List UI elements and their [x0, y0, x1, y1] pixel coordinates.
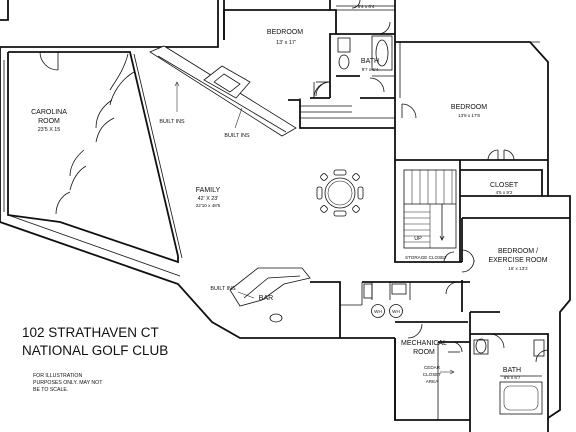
room-labels: BEDROOM 13' x 17' 5'4 x 6'4 BATH 9'7 x 6…: [31, 4, 548, 384]
room-dims-family-1: 42' X 23': [198, 196, 219, 202]
right-bedroom: [394, 41, 548, 161]
room-label-bar: BAR: [259, 295, 273, 302]
room-label-bath-bottom: BATH: [503, 367, 521, 374]
room-dims-family-2: 22'10 x 48'5: [196, 203, 221, 208]
label-cedar-closet-3: AREA: [426, 379, 439, 384]
disclaimer-line-1: FOR ILLUSTRATION: [33, 373, 82, 379]
mechanical-area: [362, 281, 549, 420]
room-label-bath-top: BATH: [361, 58, 379, 65]
label-stairs-up: UP: [414, 236, 422, 242]
room-dims-closet-top: 5'4 x 6'4: [358, 4, 375, 9]
exercise-room: [461, 217, 570, 420]
address-block: 102 STRATHAVEN CT NATIONAL GOLF CLUB: [22, 325, 168, 358]
room-label-carolina-2: ROOM: [38, 118, 60, 125]
room-label-exercise-1: BEDROOM /: [498, 248, 538, 255]
label-cedar-closet-2: CLOSET: [423, 372, 442, 377]
room-dims-exercise: 16' x 13'2: [508, 266, 528, 271]
room-label-exercise-2: EXERCISE ROOM: [488, 257, 547, 264]
disclaimer-line-3: BE TO SCALE.: [33, 387, 68, 393]
room-dims-bath-bottom: 8'8 x 6'7: [504, 375, 521, 380]
disclaimer-block: FOR ILLUSTRATION PURPOSES ONLY. MAY NOT …: [33, 373, 103, 393]
room-dims-bedroom-right: 13'9 x 17'8: [458, 113, 480, 118]
label-cedar-closet-1: CEDAR: [424, 365, 441, 370]
label-storage-closet: STORAGE CLOSET: [405, 255, 447, 260]
label-built-ins-2: BUILT INS: [224, 133, 250, 139]
family-room: [149, 45, 417, 338]
address-line-2: NATIONAL GOLF CLUB: [22, 343, 168, 358]
carolina-room: [0, 51, 183, 285]
label-water-heater-1: WH: [374, 309, 382, 314]
label-water-heater-2: WH: [392, 309, 400, 314]
address-line-1: 102 STRATHAVEN CT: [22, 325, 159, 340]
label-built-ins-1: BUILT INS: [159, 119, 185, 125]
room-label-closet-right: CLOSET: [490, 182, 519, 189]
stair-core: [394, 160, 548, 273]
top-bedroom-suite: [223, 0, 395, 128]
room-label-bedroom-top: BEDROOM: [267, 29, 303, 36]
room-label-family: FAMILY: [196, 187, 221, 194]
room-label-bedroom-right: BEDROOM: [451, 104, 487, 111]
disclaimer-line-2: PURPOSES ONLY. MAY NOT: [33, 380, 103, 386]
room-label-mechanical-1: MECHANICAL: [401, 340, 447, 347]
room-dims-bath-top: 9'7 x 6'4: [362, 67, 379, 72]
room-dims-closet-right: 4'5 x 9'2: [496, 190, 513, 195]
room-label-mechanical-2: ROOM: [413, 349, 435, 356]
label-built-ins-3: BUILT INS: [210, 286, 236, 292]
room-dims-carolina: 23'5 X 15: [38, 127, 61, 133]
room-label-carolina-1: CAROLINA: [31, 109, 67, 116]
room-dims-bedroom-top: 13' x 17': [276, 40, 296, 46]
